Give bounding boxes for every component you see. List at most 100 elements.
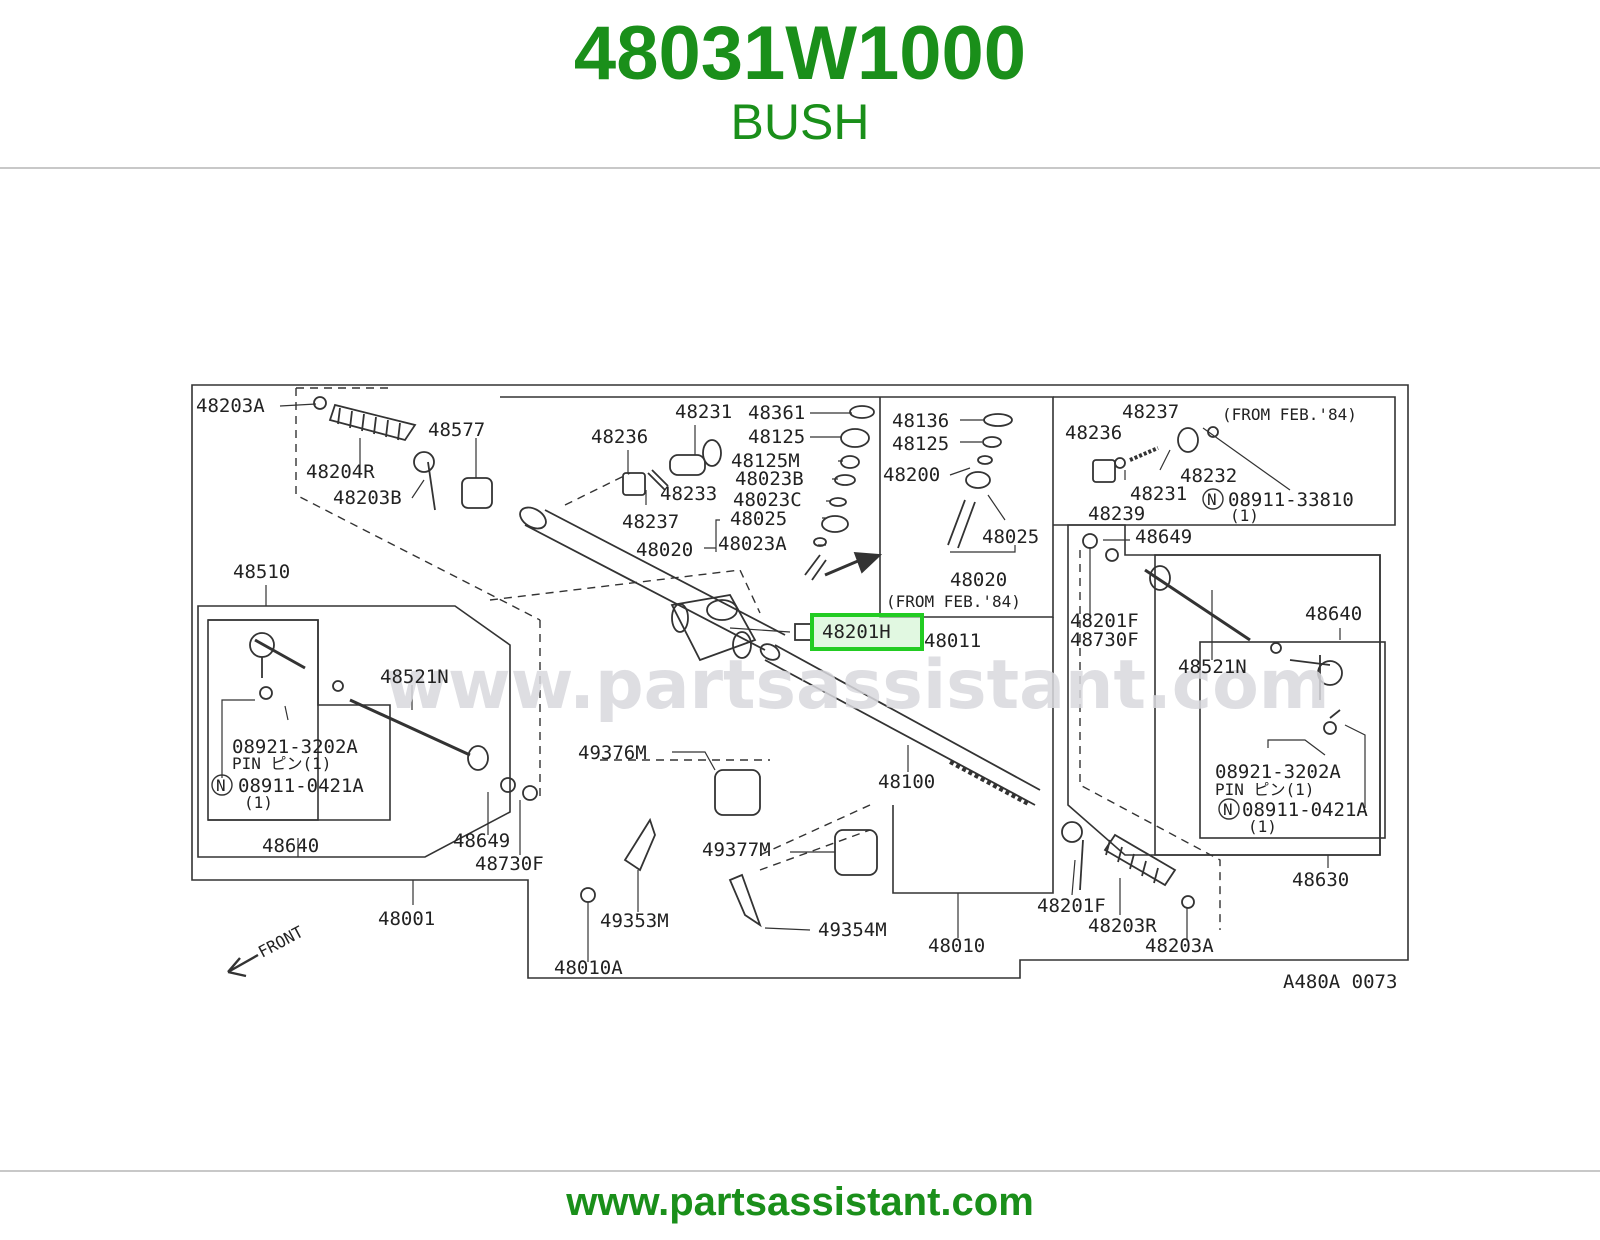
label-48010[interactable]: 48010: [928, 935, 985, 957]
label-48236-r[interactable]: 48236: [1065, 422, 1122, 444]
label-48630[interactable]: 48630: [1292, 869, 1349, 891]
diagram-frames: [191, 384, 1409, 979]
right-inner-frame: [1154, 554, 1381, 856]
right-inner-tierod: [1144, 568, 1251, 642]
label-48001[interactable]: 48001: [378, 908, 435, 930]
components: [227, 396, 1343, 978]
right-top-frame: [1053, 396, 1396, 526]
n-symbol-letter: N: [1207, 490, 1217, 509]
label-48025[interactable]: 48025: [730, 508, 787, 530]
label-48521N-r[interactable]: 48521N: [1178, 656, 1247, 678]
label-08921-r[interactable]: 08921-3202A: [1215, 761, 1341, 783]
label-48125-late[interactable]: 48125: [892, 433, 949, 455]
label-48204R[interactable]: 48204R: [306, 461, 375, 483]
label-48025-late[interactable]: 48025: [982, 526, 1039, 548]
left-tie-end: [254, 638, 306, 670]
label-48200[interactable]: 48200: [883, 464, 940, 486]
left-hardware-box: [208, 619, 391, 821]
assembly-outline: [191, 384, 1409, 979]
header-divider: [0, 167, 1600, 169]
mount-brackets: [580, 769, 878, 928]
label-48023A[interactable]: 48023A: [718, 533, 787, 555]
part-labels: 48203A 48204R 48577 48203B 48231 48236 4…: [196, 395, 1397, 993]
part-number-title: 48031W1000: [573, 11, 1027, 96]
label-48649-r[interactable]: 48649: [1135, 526, 1192, 548]
footer-site-link[interactable]: www.partsassistant.com: [566, 1180, 1034, 1224]
label-48023C[interactable]: 48023C: [733, 489, 802, 511]
footer-divider: [0, 1170, 1600, 1172]
rack-housing-tube: [524, 509, 786, 651]
front-arrow-icon: [227, 953, 259, 978]
label-from-feb-84-b: (FROM FEB.'84): [1222, 405, 1357, 424]
label-48521N-l[interactable]: 48521N: [380, 666, 449, 688]
label-49376M[interactable]: 49376M: [578, 742, 647, 764]
label-qty-1-a: (1): [1230, 506, 1259, 525]
n-symbol-letter: N: [216, 776, 226, 795]
label-48237[interactable]: 48237: [622, 511, 679, 533]
label-48203B[interactable]: 48203B: [333, 487, 402, 509]
label-48201F-a[interactable]: 48201F: [1070, 610, 1139, 632]
label-48232[interactable]: 48232: [1180, 465, 1237, 487]
gear-housing: [670, 594, 757, 662]
n-symbol-letter: N: [1223, 800, 1233, 819]
label-08911-33810[interactable]: 08911-33810: [1228, 489, 1354, 511]
rack-teeth: [949, 760, 1031, 807]
pinion-48020-late: [947, 499, 976, 549]
n-symbol-icon: [1202, 488, 1224, 510]
label-48236[interactable]: 48236: [591, 426, 648, 448]
left-inner-tierod: [349, 698, 471, 757]
label-48730F-a[interactable]: 48730F: [1070, 629, 1139, 651]
watermark-text: www.partsassistant.com: [385, 646, 1330, 725]
label-48020[interactable]: 48020: [636, 539, 693, 561]
right-tie-end-box: [1199, 641, 1386, 839]
label-08911-0421A-r[interactable]: 08911-0421A: [1242, 799, 1368, 821]
label-48510[interactable]: 48510: [233, 561, 290, 583]
part-name-subtitle: BUSH: [730, 94, 870, 150]
label-48239[interactable]: 48239: [1088, 503, 1145, 525]
label-48577[interactable]: 48577: [428, 419, 485, 441]
label-48203A-b[interactable]: 48203A: [1145, 935, 1214, 957]
label-48231[interactable]: 48231: [675, 401, 732, 423]
label-48125M[interactable]: 48125M: [731, 450, 800, 472]
left-tierod-frame: [197, 605, 511, 858]
label-48649-l[interactable]: 48649: [453, 830, 510, 852]
label-49377M[interactable]: 49377M: [702, 839, 771, 861]
label-48020-late[interactable]: 48020: [950, 569, 1007, 591]
label-48125[interactable]: 48125: [748, 426, 805, 448]
pinion-48020: [804, 554, 827, 581]
label-49354M[interactable]: 49354M: [818, 919, 887, 941]
label-pin-l: PIN ピン(1): [232, 754, 331, 773]
label-48730F-l[interactable]: 48730F: [475, 853, 544, 875]
n-symbol-icon: [1218, 798, 1240, 820]
dashed-guides: [295, 387, 1221, 930]
label-48136[interactable]: 48136: [892, 410, 949, 432]
label-08911-0421A-l[interactable]: 08911-0421A: [238, 775, 364, 797]
label-48203R[interactable]: 48203R: [1088, 915, 1157, 937]
label-48100[interactable]: 48100: [878, 771, 935, 793]
label-48640-l[interactable]: 48640: [262, 835, 319, 857]
label-49353M[interactable]: 49353M: [600, 910, 669, 932]
label-08921-l[interactable]: 08921-3202A: [232, 736, 358, 758]
label-48233[interactable]: 48233: [660, 483, 717, 505]
right-boot: [1061, 821, 1195, 909]
label-48201F-b[interactable]: 48201F: [1037, 895, 1106, 917]
leader-lines: [221, 403, 1366, 962]
label-48023B[interactable]: 48023B: [735, 468, 804, 490]
rack-48100: [764, 644, 1041, 806]
label-48231-r[interactable]: 48231: [1130, 483, 1187, 505]
label-48010A[interactable]: 48010A: [554, 957, 623, 979]
label-48640-r[interactable]: 48640: [1305, 603, 1362, 625]
label-diagram-code: A480A 0073: [1283, 971, 1397, 993]
label-48237-r[interactable]: 48237: [1122, 401, 1179, 423]
highlight-48201H[interactable]: [810, 613, 924, 651]
label-48201H[interactable]: 48201H: [822, 621, 891, 643]
center-lower-frame: [892, 617, 1054, 894]
page-header: 48031W1000 BUSH: [0, 0, 1600, 168]
label-qty-1-l: (1): [244, 793, 273, 812]
label-48011[interactable]: 48011: [924, 630, 981, 652]
label-48203A[interactable]: 48203A: [196, 395, 265, 417]
label-from-feb-84-a: (FROM FEB.'84): [886, 592, 1021, 611]
right-tie-end: [1289, 655, 1341, 719]
label-48361[interactable]: 48361: [748, 402, 805, 424]
